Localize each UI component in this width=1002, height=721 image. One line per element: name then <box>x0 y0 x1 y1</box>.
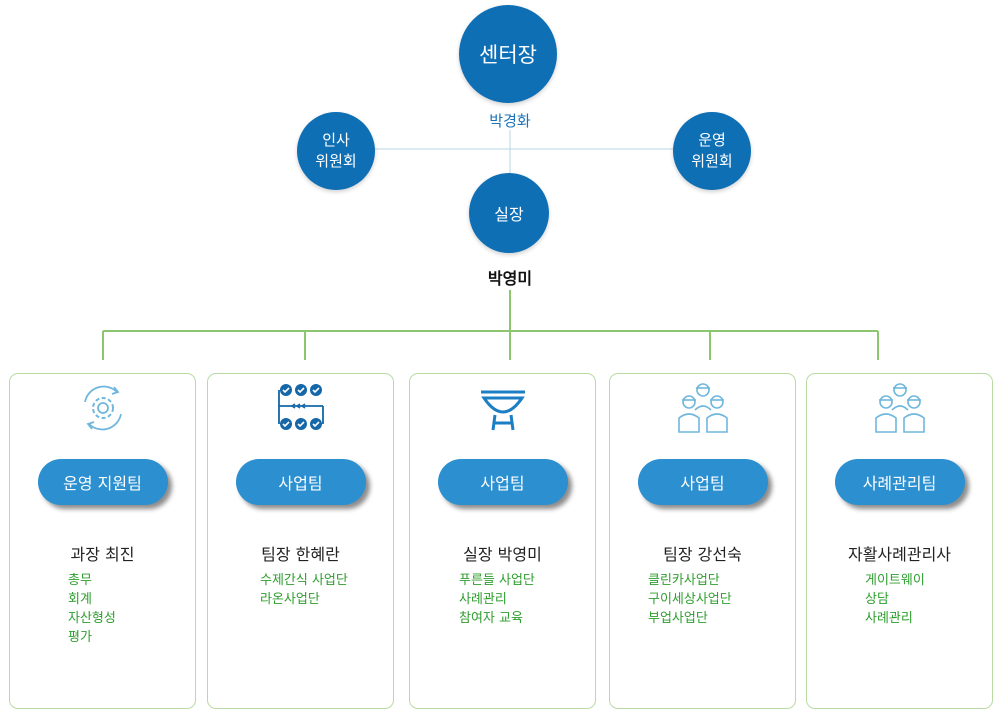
duty-list-case-management: 게이트웨이 상담 사례관리 <box>865 571 925 628</box>
bowl-icon <box>410 378 595 438</box>
center-director-title: 센터장 <box>479 43 537 67</box>
duty-item: 클린카사업단 <box>648 573 720 588</box>
team-card-business-3: 사업팀 팀장 강선숙 클린카사업단 구이세상사업단 부업사업단 <box>609 373 796 709</box>
duty-item: 평가 <box>68 630 92 645</box>
team-pill-business-1: 사업팀 <box>235 459 366 505</box>
duty-item: 참여자 교육 <box>459 611 523 626</box>
duty-item: 라온사업단 <box>260 592 320 607</box>
hr-committee-label: 인사 위원회 <box>315 131 357 170</box>
duty-item: 회계 <box>68 592 92 607</box>
team-card-business-2: 사업팀 실장 박영미 푸른들 사업단 사례관리 참여자 교육 <box>409 373 596 709</box>
duty-item: 부업사업단 <box>648 611 708 626</box>
duty-item: 상담 <box>865 592 889 607</box>
duty-list-business-1: 수제간식 사업단 라온사업단 <box>260 571 348 609</box>
duty-item: 수제간식 사업단 <box>260 573 348 588</box>
duty-list-business-2: 푸른들 사업단 사례관리 참여자 교육 <box>459 571 535 628</box>
team-lead-case-management: 자활사례관리사 <box>847 545 952 564</box>
duty-item: 구이세상사업단 <box>648 592 732 607</box>
team-pill-business-2: 사업팀 <box>437 459 568 505</box>
duty-item: 자산형성 <box>68 611 116 626</box>
team-lead-operations: 과장 최진 <box>70 545 135 564</box>
team-people-icon <box>610 378 795 438</box>
workflow-checklist-icon <box>208 378 393 438</box>
duty-list-operations: 총무 회계 자산형성 평가 <box>68 571 116 647</box>
team-pill-operations: 운영 지원팀 <box>37 459 168 505</box>
team-lead-business-3: 팀장 강선숙 <box>663 545 742 564</box>
duty-item: 사례관리 <box>865 611 913 626</box>
duty-item: 푸른들 사업단 <box>459 573 535 588</box>
team-card-business-1: 사업팀 팀장 한혜란 수제간식 사업단 라온사업단 <box>207 373 394 709</box>
hr-committee-node: 인사 위원회 <box>297 112 375 190</box>
operations-committee-label: 운영 위원회 <box>691 131 733 170</box>
duty-item: 총무 <box>68 573 92 588</box>
duty-item: 게이트웨이 <box>865 573 925 588</box>
duty-list-business-3: 클린카사업단 구이세상사업단 부업사업단 <box>648 571 732 628</box>
office-head-name: 박영미 <box>487 269 533 288</box>
office-head-title: 실장 <box>494 205 524 224</box>
operations-committee-node: 운영 위원회 <box>673 112 751 190</box>
team-lead-business-2: 실장 박영미 <box>463 545 542 564</box>
center-director-name: 박경화 <box>489 112 531 130</box>
center-director-node: 센터장 <box>459 5 557 103</box>
gear-cycle-icon <box>10 378 195 438</box>
team-pill-case-management: 사례관리팀 <box>834 459 965 505</box>
office-head-node: 실장 <box>469 173 549 253</box>
team-pill-business-3: 사업팀 <box>637 459 768 505</box>
duty-item: 사례관리 <box>459 592 507 607</box>
team-lead-business-1: 팀장 한혜란 <box>261 545 340 564</box>
team-people-icon <box>807 378 992 438</box>
team-card-operations: 운영 지원팀 과장 최진 총무 회계 자산형성 평가 <box>9 373 196 709</box>
team-card-case-management: 사례관리팀 자활사례관리사 게이트웨이 상담 사례관리 <box>806 373 993 709</box>
